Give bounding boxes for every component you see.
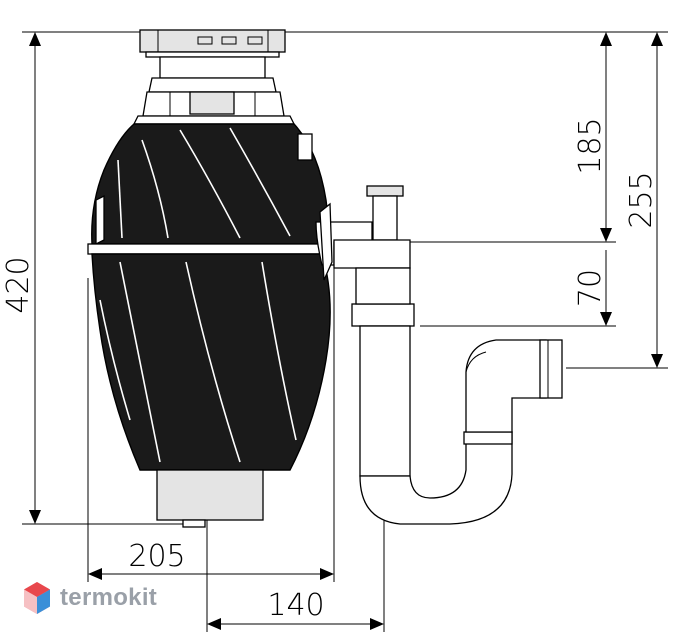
grinder-body-lower [91,253,331,471]
dim-label-255: 255 [624,171,659,228]
dim-label-140: 140 [267,588,324,623]
brand-logo: termokit [22,578,157,618]
trap-pipe [333,185,563,525]
grinder-body-upper [91,123,329,246]
dim-label-205: 205 [128,539,185,574]
motor-base [156,469,264,528]
mounting-collar [132,56,296,125]
dim-label-420: 420 [1,256,36,313]
sink-flange [139,29,286,58]
dimension-lines [22,31,668,632]
hexagon-logo-icon [24,582,50,614]
dim-label-70: 70 [573,269,608,307]
brand-name: termokit [60,584,158,611]
dim-label-185: 185 [573,117,608,174]
body-band [87,243,333,255]
dimension-labels: 420 185 255 70 205 140 [1,117,659,623]
